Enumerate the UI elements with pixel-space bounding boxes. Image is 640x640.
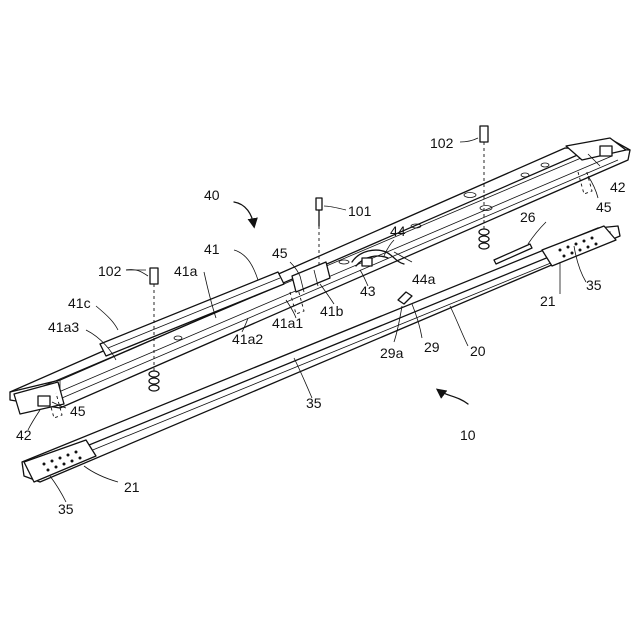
label-29: 29 <box>424 339 440 355</box>
arrow-10 <box>438 390 468 404</box>
label-41a1: 41a1 <box>272 315 303 331</box>
arrow-40 <box>234 202 254 226</box>
label-41b: 41b <box>320 303 344 319</box>
label-41a: 41a <box>174 263 198 279</box>
label-35-right: 35 <box>586 277 602 293</box>
label-44a: 44a <box>412 271 436 287</box>
label-44: 44 <box>390 223 406 239</box>
label-42-left: 42 <box>16 427 32 443</box>
label-20: 20 <box>470 343 486 359</box>
label-41a2: 41a2 <box>232 331 263 347</box>
label-45-right: 45 <box>596 199 612 215</box>
label-45-center: 45 <box>272 245 288 261</box>
label-101: 101 <box>348 203 372 219</box>
label-41: 41 <box>204 241 220 257</box>
label-29a: 29a <box>380 345 404 361</box>
label-42-right: 42 <box>610 179 626 195</box>
label-21-right: 21 <box>540 293 556 309</box>
label-40: 40 <box>204 187 220 203</box>
label-21-left: 21 <box>124 479 140 495</box>
label-26: 26 <box>520 209 536 225</box>
label-35-center: 35 <box>306 395 322 411</box>
label-35-left: 35 <box>58 501 74 517</box>
label-102-right: 102 <box>430 135 454 151</box>
label-41a3: 41a3 <box>48 319 79 335</box>
label-45-left: 45 <box>70 403 86 419</box>
label-41c: 41c <box>68 295 91 311</box>
label-102-left: 102 <box>98 263 122 279</box>
label-43: 43 <box>360 283 376 299</box>
label-10: 10 <box>460 427 476 443</box>
